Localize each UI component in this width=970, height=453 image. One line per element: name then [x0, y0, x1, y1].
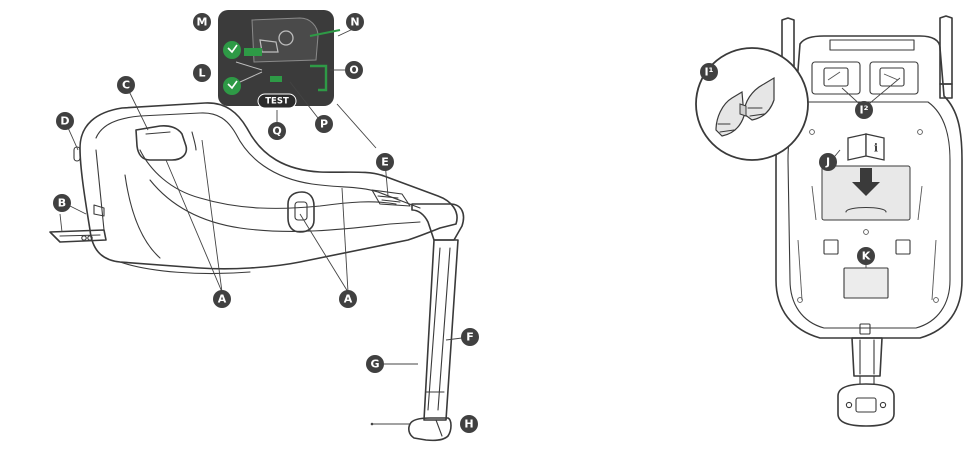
isofix-base	[49, 102, 465, 442]
badge-a-left: A	[213, 290, 231, 308]
svg-text:G: G	[370, 358, 379, 371]
badge-n: N	[346, 13, 364, 31]
indicator-inset: TEST	[218, 10, 341, 109]
svg-text:K: K	[862, 250, 871, 263]
svg-text:J: J	[825, 156, 830, 169]
badge-h: H	[460, 415, 478, 433]
svg-text:F: F	[466, 331, 474, 344]
badge-i2: I²	[855, 101, 873, 119]
badge-a-right: A	[339, 290, 357, 308]
badge-k: K	[857, 247, 875, 265]
test-button-label: TEST	[265, 97, 289, 107]
badge-q: Q	[268, 122, 286, 140]
svg-text:E: E	[381, 156, 389, 169]
book-i-icon: i	[847, 133, 885, 161]
badge-o: O	[345, 61, 363, 79]
svg-text:I¹: I¹	[705, 66, 714, 79]
base-underside: i	[775, 15, 963, 427]
svg-text:P: P	[320, 118, 328, 131]
svg-text:O: O	[349, 64, 358, 77]
svg-text:L: L	[198, 67, 205, 80]
zoom-circle	[695, 47, 809, 161]
svg-text:I²: I²	[860, 104, 869, 117]
check-seat-icon	[223, 41, 241, 59]
svg-text:A: A	[344, 293, 353, 306]
svg-text:C: C	[122, 79, 130, 92]
test-button[interactable]	[257, 93, 297, 109]
badge-e: E	[376, 153, 394, 171]
svg-text:B: B	[58, 197, 66, 210]
svg-text:N: N	[350, 16, 359, 29]
svg-text:H: H	[464, 418, 473, 431]
badge-m: M	[193, 13, 211, 31]
svg-text:A: A	[218, 293, 227, 306]
badge-j: J	[819, 153, 837, 171]
svg-text:Q: Q	[272, 125, 281, 138]
svg-text:M: M	[197, 16, 208, 29]
badge-b: B	[53, 194, 71, 212]
badge-p: P	[315, 115, 333, 133]
badge-f: F	[461, 328, 479, 346]
svg-text:i: i	[874, 142, 878, 155]
badge-g: G	[366, 355, 384, 373]
callout-badges: C D B A A E F G H Q P M L N O I¹ I² J K	[53, 13, 875, 433]
badge-i1: I¹	[700, 63, 718, 81]
badge-d: D	[56, 112, 74, 130]
badge-c: C	[117, 76, 135, 94]
badge-l: L	[193, 64, 211, 82]
arrow-down-icon	[852, 168, 880, 196]
check-seat-icon	[223, 77, 241, 95]
svg-text:D: D	[60, 115, 69, 128]
